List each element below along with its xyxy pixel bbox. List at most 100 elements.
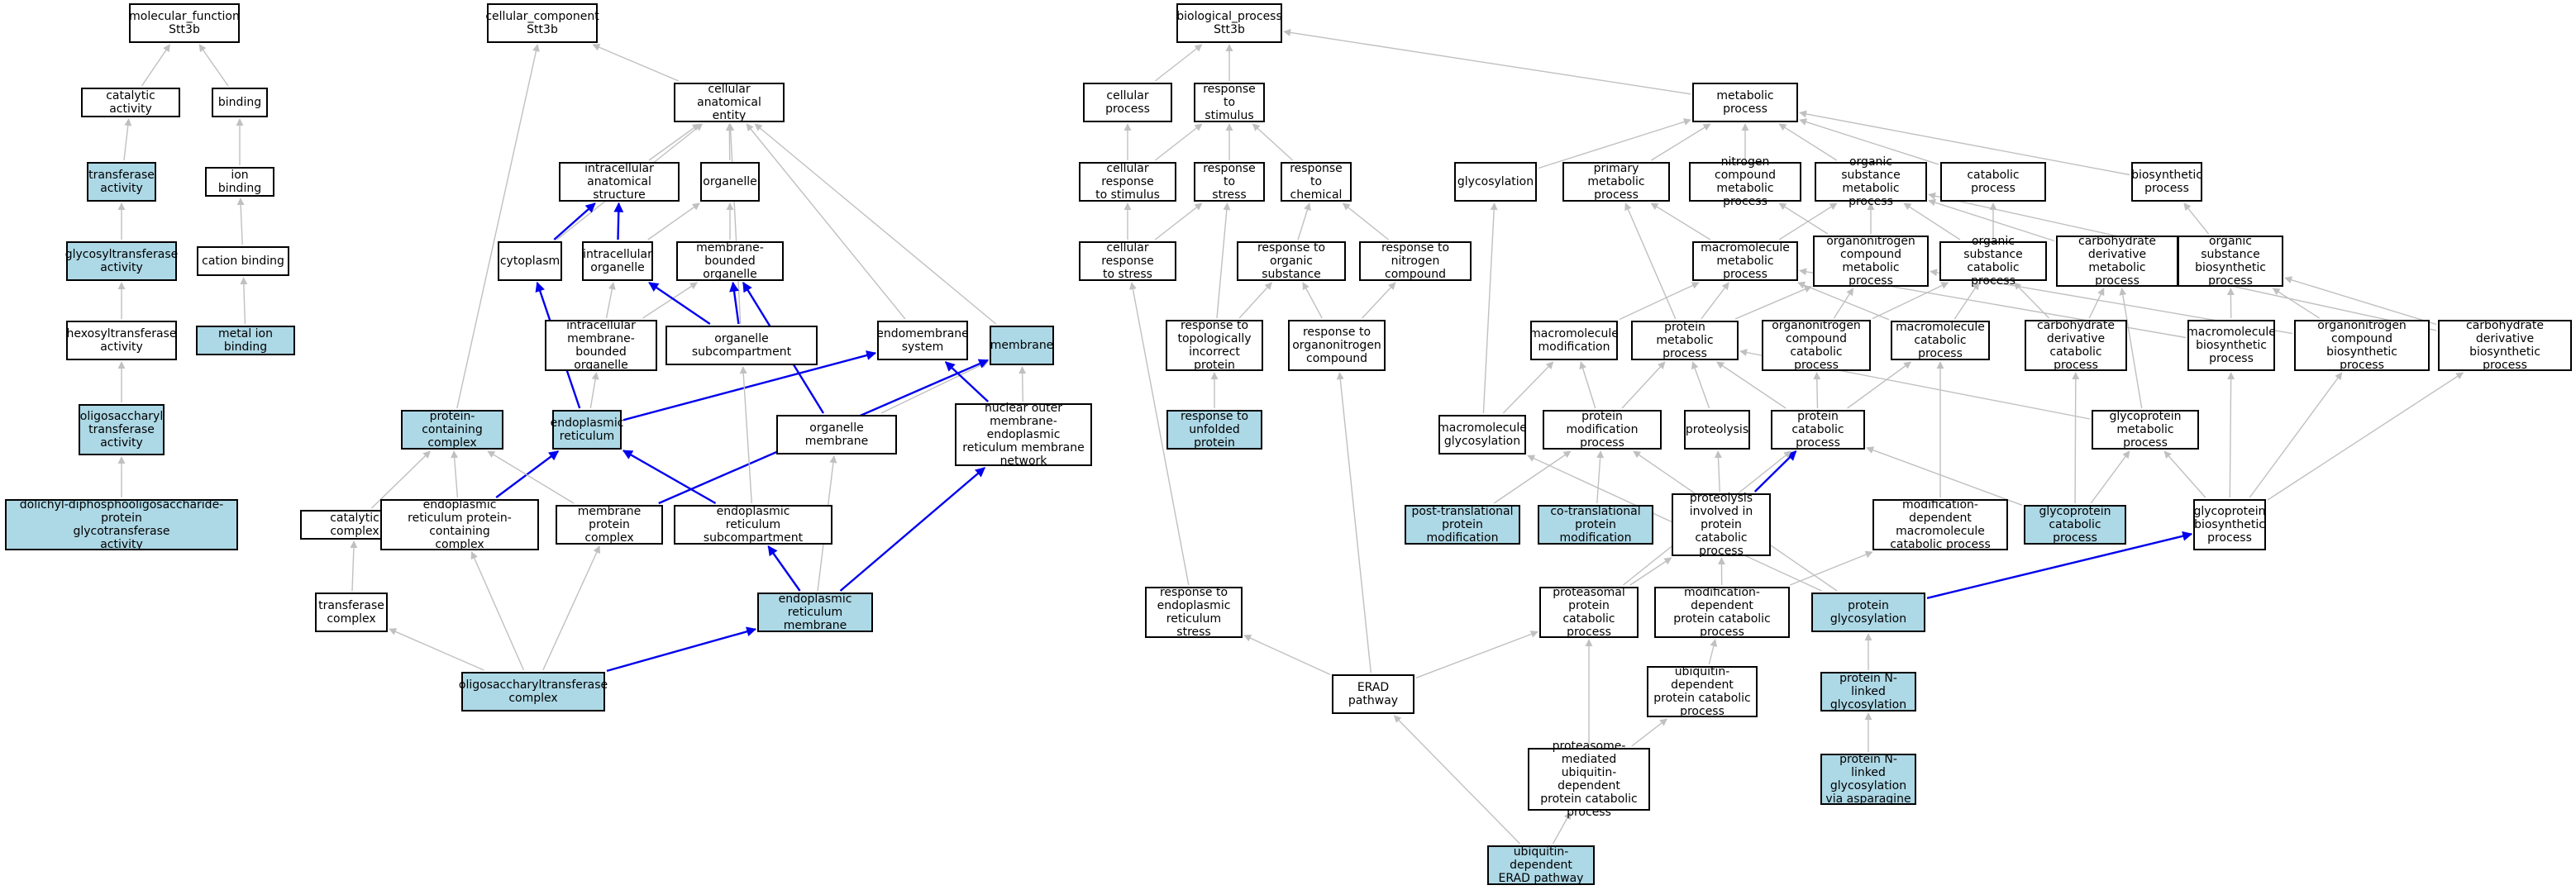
edge-org_subcomp-to-mbo <box>729 281 740 325</box>
go-term-node-glycoprot-metab: glycoprotein metabolic process <box>2092 410 2199 450</box>
go-term-node-resp-organonitro: response to organonitrogen compound <box>1288 320 1386 371</box>
edge-proteolysis_cat-to-proteolysis <box>1714 450 1722 493</box>
go-term-node-prot-glyco: protein glycosylation <box>1811 593 1925 632</box>
go-term-node-glycosylation: glycosylation <box>1454 162 1537 202</box>
go-term-node-cell-resp-stress: cellular response to stress <box>1079 241 1176 281</box>
edge-prot_cat-to-macro_cat <box>1847 361 1912 409</box>
edge-prot_metab-to-prim_metab <box>1624 202 1677 320</box>
edge-carb_deriv_bio-to-org_sub_bio <box>2284 276 2437 326</box>
go-term-node-glycoprot-bio: glycoprotein biosynthetic process <box>2193 499 2266 550</box>
edge-intra_struct-to-cae <box>648 123 700 161</box>
edge-co_trans-to-prot_mod <box>1596 450 1605 504</box>
edge-org_sub_cat-to-org_sub_metab <box>1903 202 1961 240</box>
go-term-node-dolichyl: dolichyl-diphosphooligosaccharide-protei… <box>5 498 238 551</box>
edge-ubiq_erad-to-erad <box>1393 715 1520 845</box>
go-term-node-hexosyl: hexosyltransferase activity <box>66 321 177 360</box>
edge-imbo-to-intra_org <box>605 282 616 319</box>
edge-macro_cat-to-macro_metab <box>1797 281 1890 321</box>
go-term-node-organonitro-cat: organonitrogen compound catabolic proces… <box>1762 319 1871 372</box>
go-term-node-org-membrane: organelle membrane <box>776 415 897 455</box>
edge-ost_complex-to-transf_complex <box>389 628 484 671</box>
go-term-node-prot-complex: protein-containing complex <box>401 410 503 450</box>
go-term-node-n-linked: protein N-linked glycosylation <box>1820 672 1916 712</box>
edge-mod_dep_prot_cat-to-mod_dep_macro_cat <box>1789 550 1873 586</box>
go-term-node-resp-chem: response to chemical <box>1281 162 1352 202</box>
edge-ost_complex-to-mem_prot_complex <box>542 545 600 671</box>
edge-er-to-endomem <box>623 350 877 421</box>
edge-er-to-imbo <box>589 372 599 409</box>
edge-prot_metab-to-organonitro_metab <box>1734 285 1812 320</box>
edge-cat_act-to-mf <box>141 44 170 87</box>
edge-resp_er_stress-to-cell_resp_stress <box>1128 282 1190 586</box>
edge-resp_organonitro-to-resp_org_sub <box>1302 282 1323 319</box>
go-term-node-ost-complex: oligosaccharyltransferase complex <box>459 672 608 712</box>
edge-glycoprot_bio-to-carb_deriv_bio <box>2267 372 2464 501</box>
go-term-node-cat-act: catalytic activity <box>81 88 180 117</box>
edge-resp_organonitro-to-resp_nitro <box>1362 282 1396 319</box>
edge-prim_metab-to-metab <box>1650 123 1711 161</box>
go-term-node-resp-nitro: response to nitrogen compound <box>1359 241 1472 281</box>
go-term-node-cation-binding: cation binding <box>197 246 289 276</box>
edge-glycoprot_cat-to-prot_cat <box>1866 446 2023 506</box>
edge-carb_deriv_cat-to-carb_deriv_metab <box>2088 288 2105 319</box>
go-term-node-resp-stress: response to stress <box>1194 162 1265 202</box>
go-term-node-membrane: membrane <box>990 326 1054 365</box>
go-term-node-binding: binding <box>212 88 268 117</box>
edge-glycoprot_metab-to-carb_deriv_metab <box>2119 288 2143 409</box>
edge-ost_complex-to-er_prot_complex <box>470 551 525 671</box>
edge-prot_mod-to-macro_mod <box>1579 361 1596 409</box>
go-term-node-cell-proc: cellular process <box>1083 83 1172 122</box>
edge-org_membrane-to-membrane <box>880 361 989 414</box>
edge-prot_complex-to-cc <box>456 44 540 409</box>
edge-prot_cat-to-organonitro_cat <box>1813 372 1821 409</box>
edge-resp_topo-to-resp_stress <box>1216 202 1231 319</box>
edge-glycoprot_cat-to-carb_deriv_cat <box>2072 372 2080 504</box>
edge-er_subcomp-to-org_subcomp <box>739 366 752 504</box>
go-term-node-transferase: transferase activity <box>87 162 156 202</box>
go-term-node-metal-ion: metal ion binding <box>196 326 295 355</box>
edge-binding-to-mf <box>198 44 229 87</box>
edge-nuc_outer-to-endomem <box>944 361 990 402</box>
edge-organonitro_bio-to-org_sub_bio <box>2272 288 2320 319</box>
go-term-node-mem-prot-complex: membrane protein complex <box>556 505 663 545</box>
go-term-node-intra-org: intracellular organelle <box>582 241 653 281</box>
go-term-node-bp: biological_process Stt3b <box>1176 3 1282 43</box>
edge-ost_complex-to-er_membrane <box>606 626 757 673</box>
edge-cell_resp_stress-to-resp_stress <box>1154 202 1203 240</box>
go-term-node-cytoplasm: cytoplasm <box>498 241 562 281</box>
go-term-node-cell-resp-stim: cellular response to stimulus <box>1079 162 1176 202</box>
edge-resp_org_sub-to-resp_chem <box>1297 202 1311 240</box>
edge-er_subcomp-to-er <box>622 450 717 505</box>
edge-catabolic-to-metab <box>1799 118 1939 165</box>
edge-carb_deriv_cat-to-org_sub_cat <box>2013 282 2050 319</box>
go-term-node-macro-metab: macromolecule metabolic process <box>1692 241 1798 281</box>
edge-endomem-to-cae <box>746 123 906 320</box>
go-term-node-macro-glyco: macromolecule glycosylation <box>1438 415 1527 455</box>
edge-resp_chem-to-resp_stim <box>1252 123 1294 161</box>
edge-post_trans-to-prot_mod <box>1493 450 1572 504</box>
go-term-node-resp-topo: response to topologically incorrect prot… <box>1166 319 1263 372</box>
edge-cation_binding-to-ion_binding <box>236 198 245 245</box>
edge-intra_org-to-organelle <box>647 202 700 240</box>
edge-prot_glyco-to-glycoprot_bio <box>1926 531 2193 599</box>
edge-cell_proc-to-bp <box>1154 44 1203 82</box>
edge-transferase-to-cat_act <box>123 118 132 161</box>
go-term-node-endomem: endomembrane system <box>876 321 969 360</box>
edge-transf_complex-to-cat_complex <box>350 540 358 592</box>
go-term-node-ubiq-dep-cat: ubiquitin-dependent protein catabolic pr… <box>1647 665 1758 718</box>
edge-intra_org-to-intra_struct <box>613 202 624 240</box>
go-term-node-mod-dep-prot-cat: modification-dependent protein catabolic… <box>1654 586 1790 639</box>
edge-er_prot_complex-to-er <box>495 450 560 498</box>
go-term-node-mbo: membrane-bounded organelle <box>676 241 784 281</box>
go-term-node-intra-struct: intracellular anatomical structure <box>559 162 680 202</box>
edge-biosynthetic-to-metab <box>1799 110 2130 176</box>
go-term-node-proteasomal: proteasomal protein catabolic process <box>1539 586 1639 639</box>
edge-cae-to-cc <box>592 44 680 82</box>
go-term-node-prot-cat: protein catabolic process <box>1771 410 1865 450</box>
edge-glycoprot_cat-to-glycoprot_metab <box>2090 450 2130 504</box>
go-term-node-organonitro-bio: organonitrogen compound biosynthetic pro… <box>2294 319 2430 372</box>
go-term-node-glycosyltrans: glycosyltransferase activity <box>65 241 178 281</box>
edge-org_sub_bio-to-biosynthetic <box>2183 202 2210 235</box>
go-term-node-cae: cellular anatomical entity <box>674 83 785 122</box>
go-term-node-resp-org-sub: response to organic substance <box>1237 241 1346 281</box>
